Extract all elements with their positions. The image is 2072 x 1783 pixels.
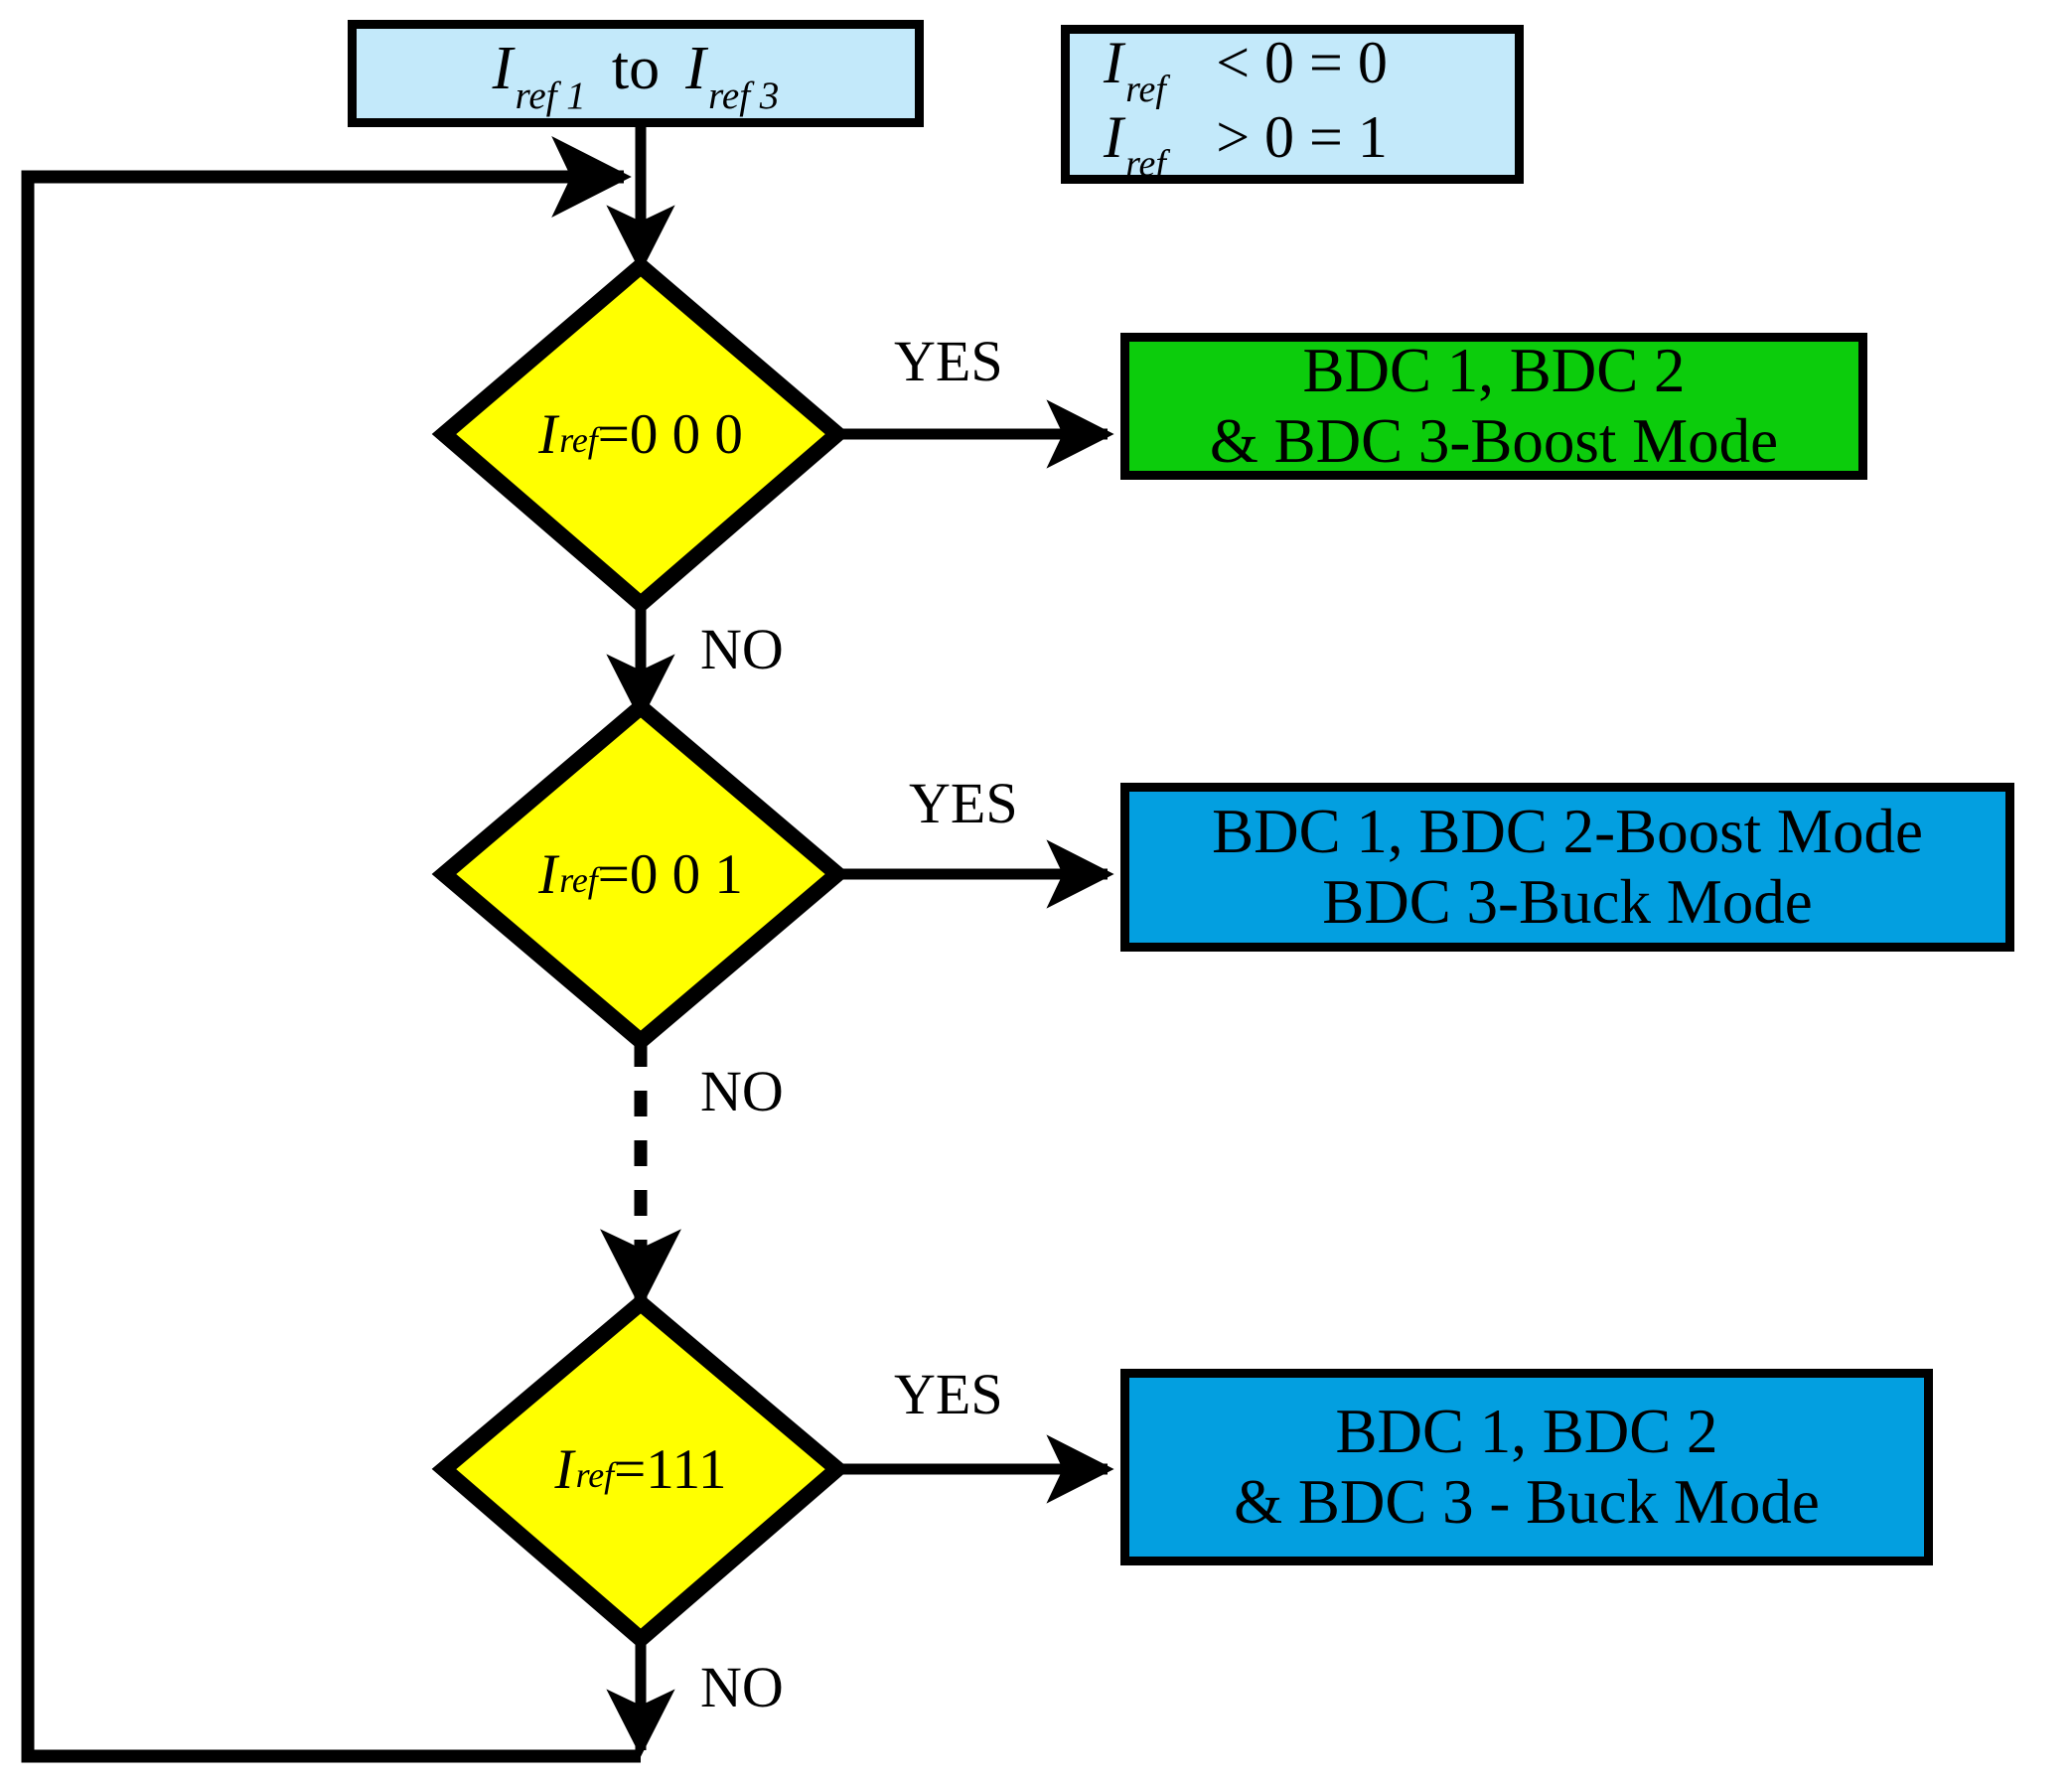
outcome-3-line-1: BDC 1, BDC 2 bbox=[1335, 1397, 1718, 1467]
legend-var-2: I bbox=[1104, 104, 1123, 170]
outcome-2-line-2: BDC 3-Buck Mode bbox=[1322, 867, 1813, 937]
edge-label-no-3: NO bbox=[700, 1655, 784, 1719]
legend-cond-2: > 0 = 1 bbox=[1216, 104, 1388, 170]
legend-line-2: Iref > 0 = 1 bbox=[1070, 104, 1515, 185]
decision-1-sub: ref bbox=[559, 420, 598, 461]
start-connector: to bbox=[611, 35, 661, 103]
decision-2-eq: =0 0 1 bbox=[597, 842, 743, 906]
legend-var-1: I bbox=[1104, 29, 1123, 95]
edge-feedback-loop bbox=[21, 136, 641, 1763]
outcome-3-line-2: & BDC 3 - Buck Mode bbox=[1234, 1467, 1820, 1537]
start-var-1: I bbox=[492, 35, 514, 103]
decision-2-sub: ref bbox=[559, 860, 598, 901]
outcome-1-line-2: & BDC 3-Boost Mode bbox=[1209, 406, 1779, 476]
outcome-1-line-1: BDC 1, BDC 2 bbox=[1302, 336, 1686, 406]
start-var-2: I bbox=[685, 35, 706, 103]
edge-label-no-1: NO bbox=[700, 617, 784, 681]
outcome-2-line-1: BDC 1, BDC 2-Boost Mode bbox=[1212, 797, 1923, 867]
decision-3-eq: =111 bbox=[614, 1437, 727, 1501]
decision-3-sub: ref bbox=[575, 1455, 615, 1496]
decision-3-var: I bbox=[554, 1437, 574, 1501]
decision-1-eq: =0 0 0 bbox=[597, 402, 743, 466]
start-box-text: Iref 1 to Iref 3 bbox=[492, 35, 780, 117]
start-sub-1: ref 1 bbox=[515, 74, 586, 118]
decision-diamond-3 bbox=[431, 1292, 850, 1650]
decision-1-var: I bbox=[538, 402, 558, 466]
start-sub-2: ref 3 bbox=[708, 74, 780, 118]
legend-line-1: Iref < 0 = 0 bbox=[1070, 29, 1515, 110]
legend-box: Iref < 0 = 0 Iref > 0 = 1 bbox=[1061, 25, 1524, 185]
legend-sub-1: ref bbox=[1125, 69, 1166, 111]
outcome-box-boost-buck[interactable]: BDC 1, BDC 2-Boost Mode BDC 3-Buck Mode bbox=[1120, 783, 2014, 952]
decision-diamond-1 bbox=[431, 255, 850, 615]
legend-cond-1: < 0 = 0 bbox=[1216, 29, 1388, 95]
edge-label-yes-2: YES bbox=[909, 771, 1018, 835]
decision-2-var: I bbox=[538, 842, 558, 906]
start-box[interactable]: Iref 1 to Iref 3 bbox=[348, 20, 924, 127]
edge-label-no-2: NO bbox=[700, 1059, 784, 1123]
outcome-box-buck-all[interactable]: BDC 1, BDC 2 & BDC 3 - Buck Mode bbox=[1120, 1369, 1933, 1565]
edge-label-yes-3: YES bbox=[894, 1362, 1003, 1426]
edge-label-yes-1: YES bbox=[894, 329, 1003, 393]
decision-diamond-2 bbox=[431, 696, 850, 1052]
legend-sub-2: ref bbox=[1125, 143, 1166, 186]
outcome-box-boost-all[interactable]: BDC 1, BDC 2 & BDC 3-Boost Mode bbox=[1120, 333, 1867, 480]
